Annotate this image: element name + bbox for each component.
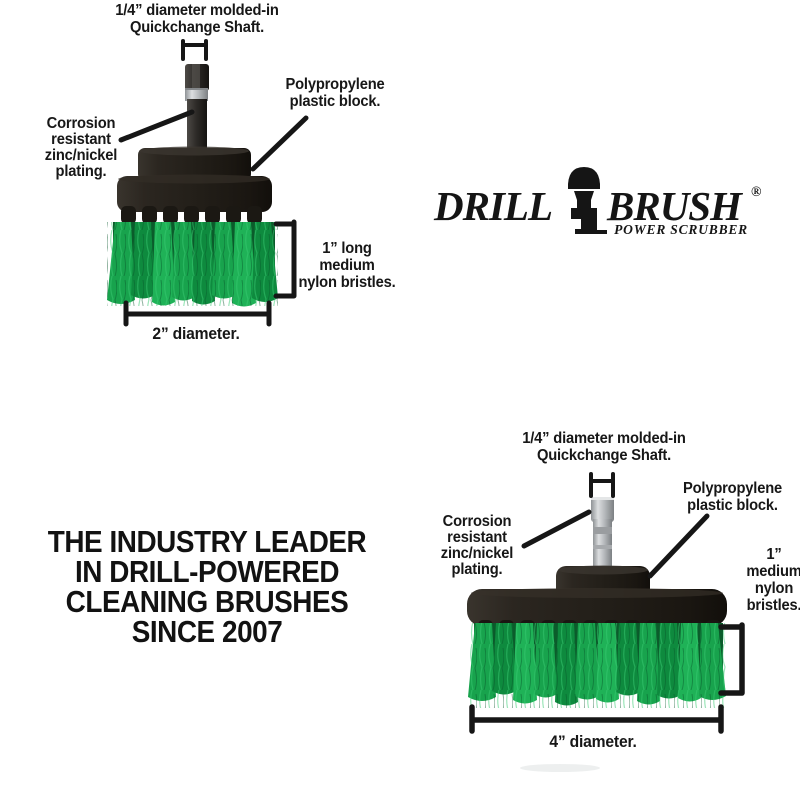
label-line: Corrosion [442,513,512,530]
label-line: bristles. [746,597,800,614]
small-brush-tuft-stubs [121,206,262,224]
label-line: plating. [451,561,503,578]
label-line: nylon bristles. [298,274,396,291]
large-brush-bristle-label: 1” medium nylon bristles. [728,546,800,614]
small-brush-shaft [185,64,209,152]
small-brush-shaft-label: 1/4” diameter molded-in Quickchange Shaf… [77,2,316,36]
small-brush-bristles [107,222,278,307]
label-line: 1” long [322,240,372,257]
block-pointer-line [647,513,710,579]
small-brush-plating-label: Corrosion resistant zinc/nickel plating. [17,116,146,180]
label-line: medium [746,563,800,580]
large-brush-shaft [591,497,614,572]
label-line: Corrosion [46,115,116,132]
diameter-dimension-line [123,300,272,327]
headline-line: CLEANING BRUSHES [65,584,349,619]
small-brush-dimension-lines [118,39,309,327]
label-line: medium [319,257,375,274]
diameter-dimension-line [469,704,724,734]
label-line: 1” [766,546,782,563]
registered-trademark-symbol: ® [751,185,762,200]
block-pointer-line [250,115,309,172]
label-line: 1/4” diameter molded-in [522,430,686,447]
large-brush-block [467,565,727,626]
logo-word-drill: DRILL [434,183,553,229]
shaft-width-marker [181,39,208,61]
label-line: zinc/nickel [440,545,514,562]
large-brush-dimension-lines [469,472,745,734]
bristle-length-bracket [273,219,297,299]
logo-tagline: POWER SCRUBBER [614,222,748,237]
headline-line: SINCE 2007 [131,614,283,649]
plating-pointer-line [118,109,195,143]
label-line: plastic block. [289,93,381,110]
small-brush-block-label: Polypropylene plastic block. [261,76,408,110]
bristle-length-bracket [718,622,745,696]
label-line: Quickchange Shaft. [536,447,672,464]
label-line: resistant [447,529,507,546]
label-line: zinc/nickel [44,147,118,164]
logo-word-brush: BRUSH [607,183,742,229]
small-brush-diameter-label: 2” diameter. [152,324,240,343]
label-line: Polypropylene [285,76,385,93]
small-brush-block [117,146,272,212]
label-line: plating. [55,163,107,180]
headline-line: THE INDUSTRY LEADER [47,524,367,559]
small-brush-photo [107,64,278,307]
label-line: nylon [754,580,794,597]
large-brush-bristles [468,623,726,708]
drill-icon [567,167,607,234]
label-line: resistant [51,131,111,148]
small-brush-bristle-label: 1” long medium nylon bristles. [293,240,402,291]
label-line: plastic block. [687,497,778,514]
large-brush-block-label: Polypropylene plastic block. [661,480,800,514]
headline-line: IN DRILL-POWERED [74,554,340,589]
label-line: Polypropylene [682,480,783,497]
large-brush-photo [467,497,727,772]
ground-shadow [520,764,600,772]
large-brush-shaft-label: 1/4” diameter molded-in Quickchange Shaf… [484,430,723,464]
label-line: 1/4” diameter molded-in [115,2,279,19]
large-brush-diameter-label: 4” diameter. [549,732,637,751]
label-line: Quickchange Shaft. [129,19,265,36]
large-brush-plating-label: Corrosion resistant zinc/nickel plating. [413,514,542,578]
headline: THE INDUSTRY LEADER IN DRILL-POWERED CLE… [34,524,380,649]
shaft-width-marker [589,472,615,498]
plating-pointer-line [521,509,592,549]
